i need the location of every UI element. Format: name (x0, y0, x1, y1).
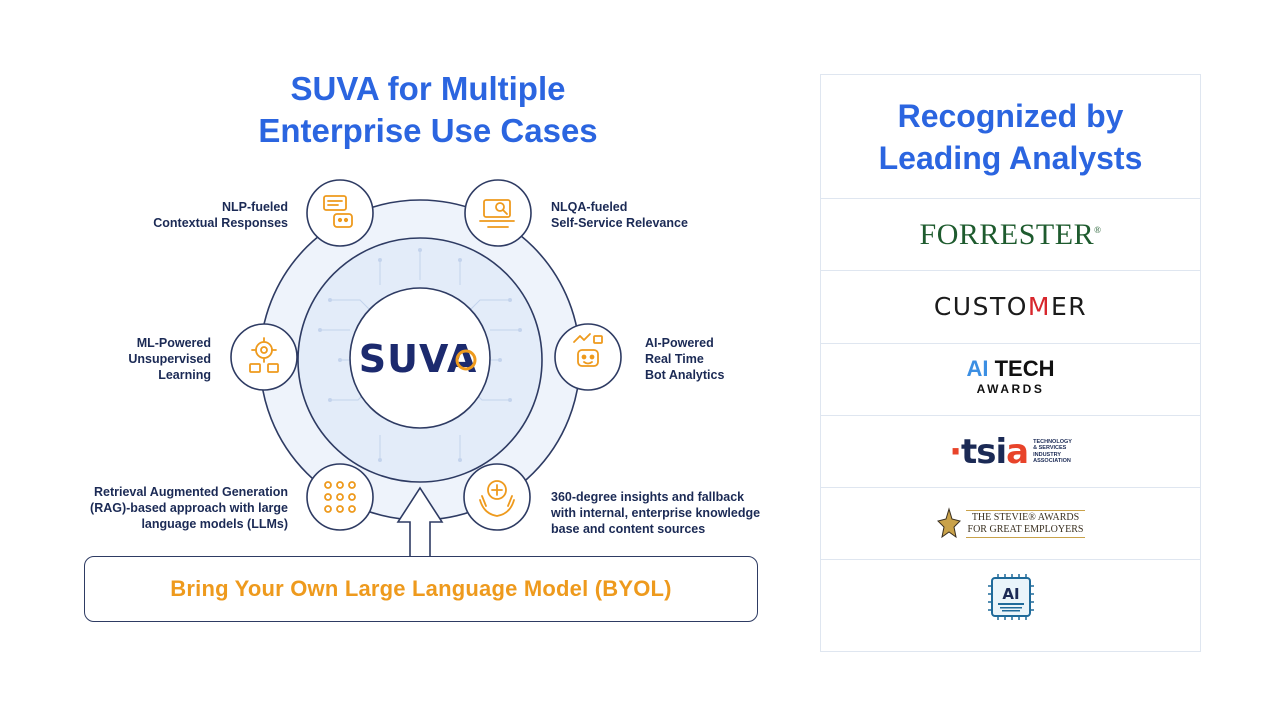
stevie-line2: FOR GREAT EMPLOYERS (967, 523, 1084, 535)
chat-bot-icon (323, 195, 353, 228)
logo-row-aitech: AI TECH AWARDS (821, 344, 1200, 416)
feature-360-line3: base and content sources (551, 522, 706, 536)
aitech-awards: AWARDS (976, 382, 1045, 397)
feature-nlqa-line2: Self-Service Relevance (551, 216, 688, 230)
forrester-mark: ® (1094, 224, 1102, 235)
byol-arrow (396, 486, 444, 556)
feature-ml: ML-Powered Unsupervised Learning (100, 335, 211, 383)
feature-rag: Retrieval Augmented Generation (RAG)-bas… (60, 484, 288, 532)
ai-badge-text: AI (1002, 585, 1019, 603)
panel-title-line2: Leading Analysts (878, 139, 1143, 176)
stevie-trophy-icon (936, 507, 961, 538)
aitech-ai: AI (966, 356, 989, 382)
customer-text-a: CUSTO (933, 292, 1028, 322)
ai-badge-icon: AI (987, 573, 1034, 620)
tsia-mark-a: a (1006, 431, 1029, 472)
tsia-small-text: TECHNOLOGY & SERVICES INDUSTRY ASSOCIATI… (1033, 439, 1072, 465)
feature-ai-line3: Bot Analytics (645, 368, 725, 382)
node-grid-icon (324, 481, 356, 513)
logo-row-forrester: FORRESTER® (821, 199, 1200, 272)
feature-360: 360-degree insights and fallback with in… (551, 489, 791, 537)
feature-rag-line3: language models (LLMs) (141, 517, 288, 531)
tsia-small-2: & SERVICES (1033, 445, 1067, 452)
feature-nlqa: NLQA-fueled Self-Service Relevance (551, 199, 721, 231)
forrester-logo: FORRESTER® (920, 218, 1102, 252)
feature-ai-line2: Real Time (645, 352, 704, 366)
feature-ml-line1: ML-Powered (136, 336, 211, 350)
tsia-logo: ·tsia TECHNOLOGY & SERVICES INDUSTRY ASS… (949, 432, 1072, 472)
aitech-line1: AI TECH (966, 356, 1055, 382)
tsia-small-3: INDUSTRY (1033, 451, 1062, 458)
feature-rag-line1: Retrieval Augmented Generation (93, 485, 288, 499)
logo-row-stevie: THE STEVIE® AWARDS FOR GREAT EMPLOYERS (821, 488, 1200, 561)
tsia-small-1: TECHNOLOGY (1033, 438, 1072, 445)
stevie-logo: THE STEVIE® AWARDS FOR GREAT EMPLOYERS (936, 507, 1086, 541)
logo-row-customer: CUSTOMER (821, 271, 1200, 344)
stevie-line1: THE STEVIE® AWARDS (971, 511, 1080, 523)
logo-row-ai-badge: AI (821, 560, 1200, 632)
feature-ml-line3: Learning (158, 368, 211, 382)
feature-360-line1: 360-degree insights and fallback (551, 490, 745, 504)
feature-rag-line2: (RAG)-based approach with large (90, 501, 288, 515)
feature-nlp-line2: Contextual Responses (153, 216, 288, 230)
aitech-logo: AI TECH AWARDS (966, 356, 1055, 399)
feature-nlp-line1: NLP-fueled (222, 200, 288, 214)
feature-ai: AI-Powered Real Time Bot Analytics (645, 335, 755, 383)
byol-label: Bring Your Own Large Language Model (BYO… (170, 576, 672, 601)
feature-nlp: NLP-fueled Contextual Responses (130, 199, 288, 231)
gear-learning-icon (249, 337, 279, 373)
panel-title: Recognized by Leading Analysts (821, 75, 1200, 199)
byol-box: Bring Your Own Large Language Model (BYO… (84, 556, 758, 622)
stevie-text: THE STEVIE® AWARDS FOR GREAT EMPLOYERS (965, 509, 1086, 538)
left-title-line2: Enterprise Use Cases (258, 112, 598, 149)
tsia-mark: ·tsia (949, 431, 1029, 472)
suva-logo: SUVA (359, 337, 477, 381)
bot-analytics-icon (573, 333, 603, 367)
customer-logo: CUSTOMER (934, 292, 1087, 321)
tsia-small-4: ASSOCIATION (1033, 458, 1071, 465)
forrester-text: FORRESTER (919, 217, 1095, 251)
feature-nodes (230, 179, 622, 531)
feature-nlqa-line1: NLQA-fueled (551, 200, 628, 214)
logo-row-tsia: ·tsia TECHNOLOGY & SERVICES INDUSTRY ASS… (821, 416, 1200, 489)
customer-text-c: ER (1050, 292, 1088, 322)
tsia-mark-text: tsi (961, 431, 1007, 472)
feature-360-line2: with internal, enterprise knowledge (551, 506, 761, 520)
hands-brain-icon (479, 480, 515, 517)
circuit-dots (318, 248, 522, 462)
suva-logo-accent (455, 349, 477, 371)
center-disk (349, 287, 491, 429)
aitech-tech: TECH (988, 356, 1055, 382)
analysts-panel: Recognized by Leading Analysts FORRESTER… (820, 74, 1201, 652)
tsia-dot: · (949, 431, 962, 472)
laptop-search-icon (479, 199, 515, 228)
panel-title-line1: Recognized by (897, 97, 1124, 134)
left-title-line1: SUVA for Multiple (290, 70, 566, 107)
customer-text-b: M (1027, 292, 1051, 322)
feature-ml-line2: Unsupervised (128, 352, 211, 366)
left-title: SUVA for Multiple Enterprise Use Cases (200, 68, 656, 152)
feature-ai-line1: AI-Powered (645, 336, 714, 350)
